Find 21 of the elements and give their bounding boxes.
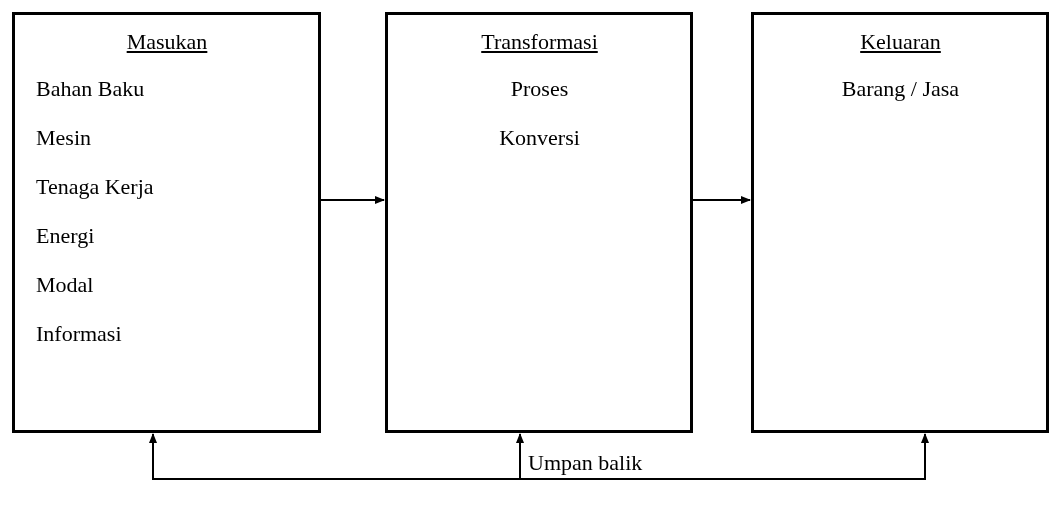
arrow [320,196,385,204]
list-item: Informasi [36,321,122,347]
box-heading: Transformasi [481,29,598,55]
feedback-label: Umpan balik [528,450,643,476]
process-box [751,12,1049,433]
arrow [516,433,524,480]
list-item: Bahan Baku [36,76,145,102]
arrow [519,433,929,480]
list-item: Energi [36,223,95,249]
arrow [149,433,521,480]
box-heading: Masukan [126,29,208,55]
arrow [692,196,751,204]
list-item: Proses [510,76,569,102]
box-heading: Keluaran [860,29,941,55]
list-item: Barang / Jasa [841,76,960,102]
list-item: Mesin [36,125,91,151]
process-box [12,12,321,433]
process-box [385,12,693,433]
list-item: Konversi [499,125,580,151]
list-item: Tenaga Kerja [36,174,154,200]
list-item: Modal [36,272,94,298]
